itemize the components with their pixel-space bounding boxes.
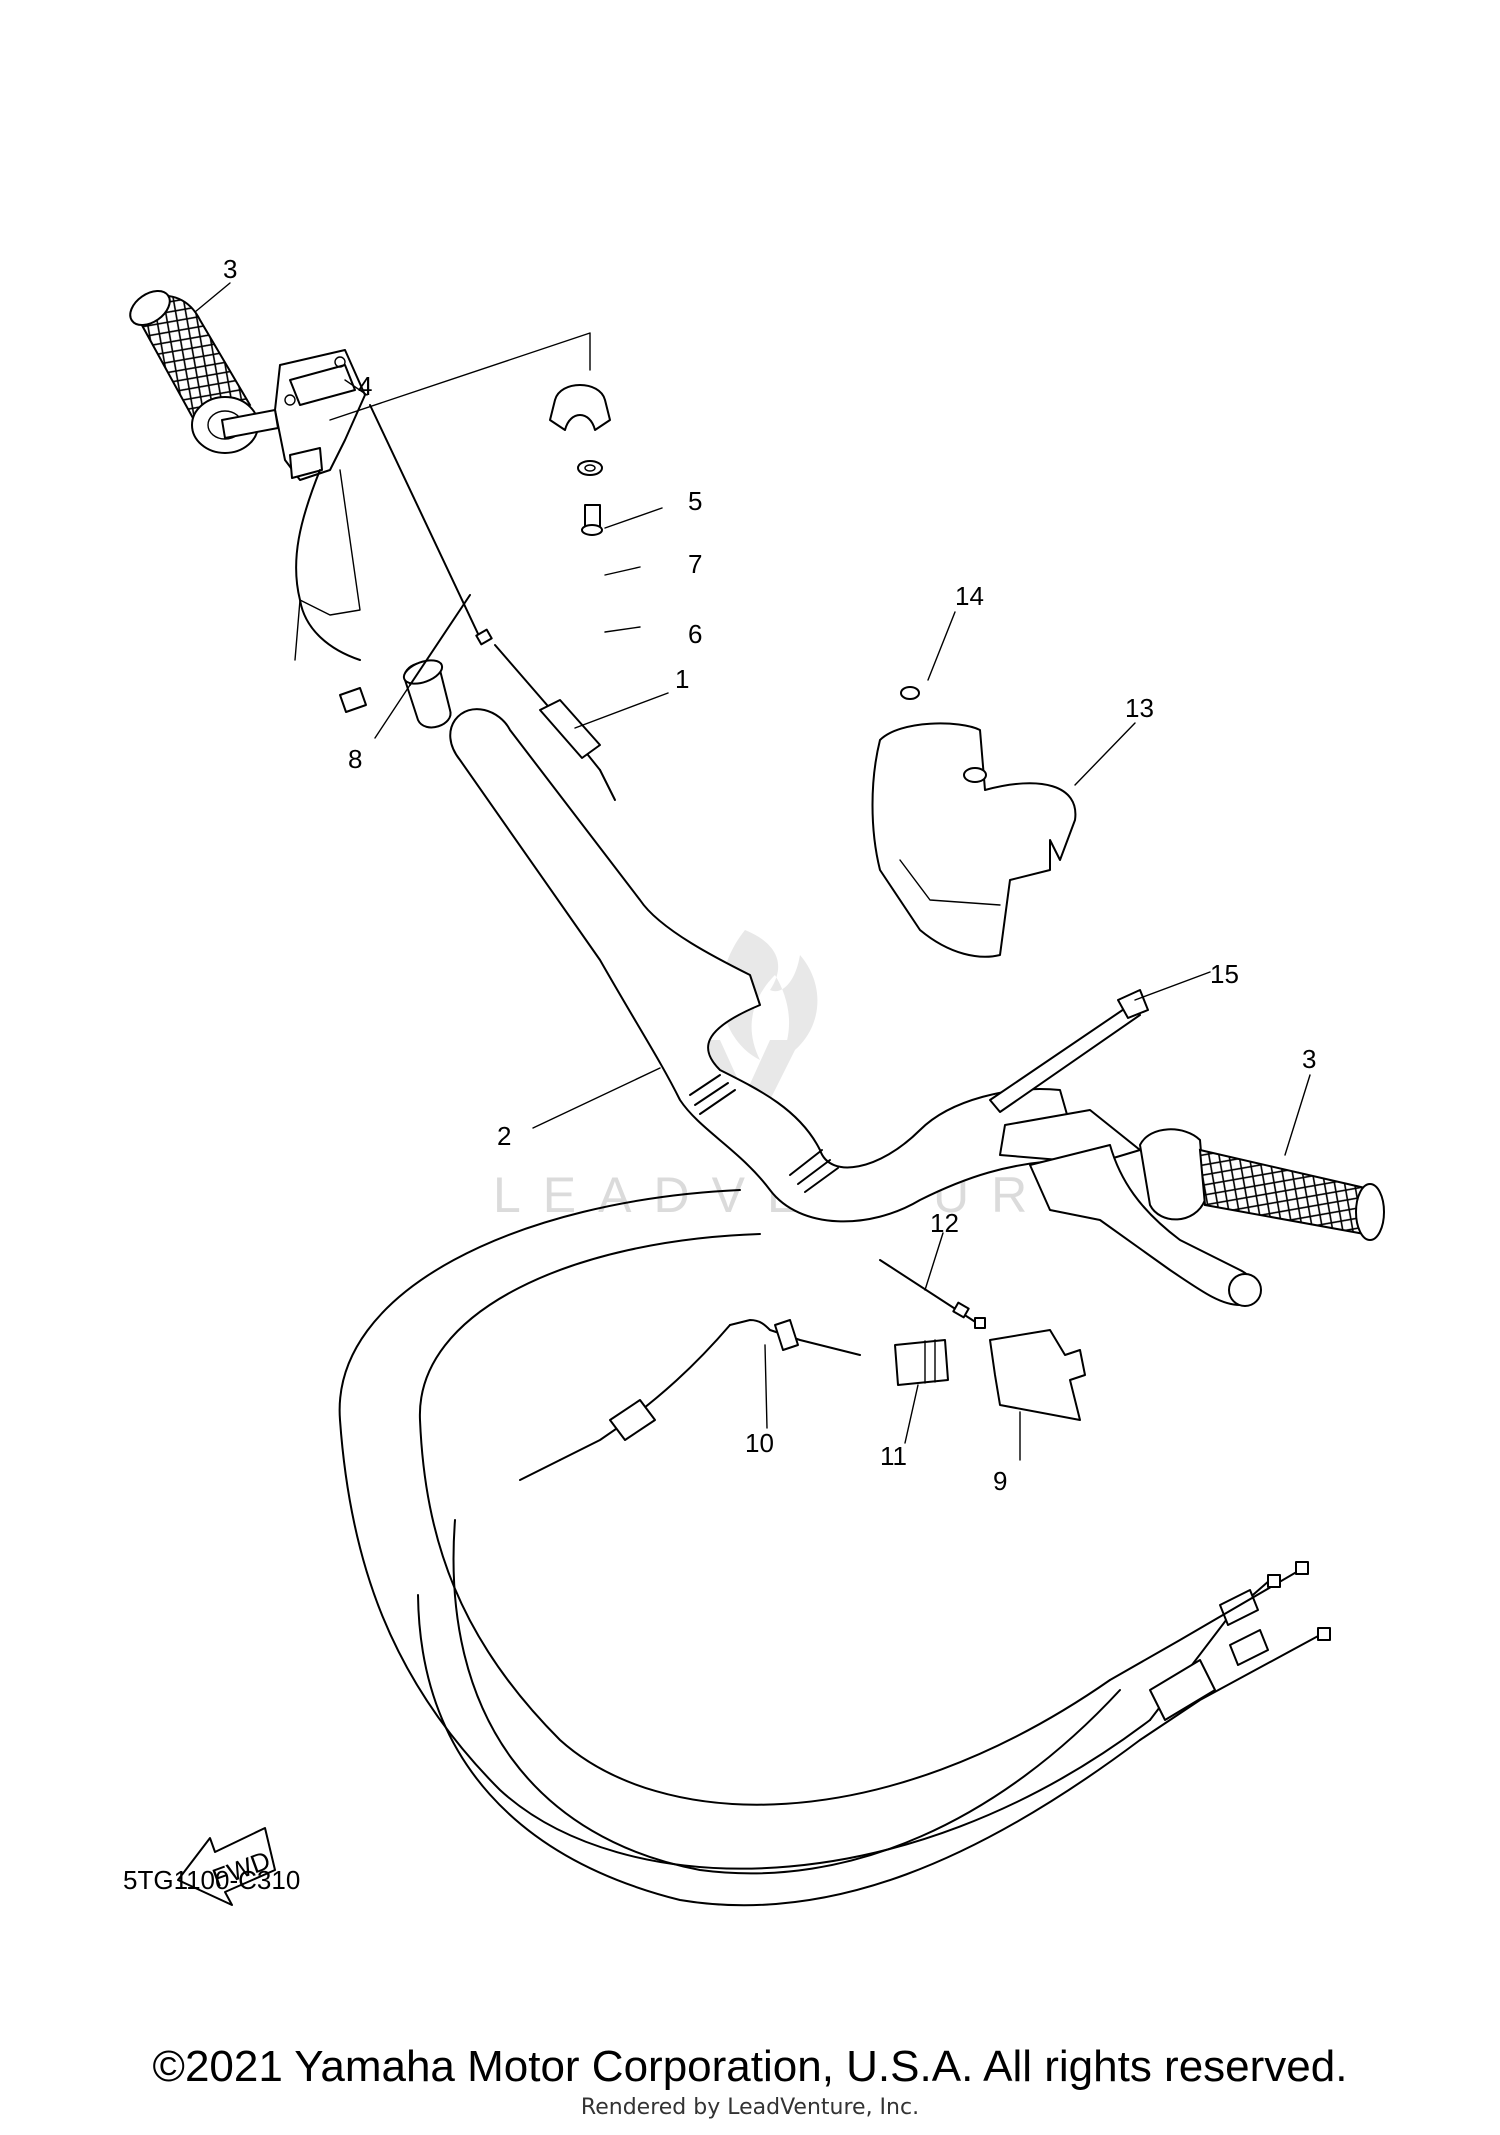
callout-15: 15: [1210, 959, 1239, 989]
cable-adjuster: [894, 1339, 949, 1386]
collar-part: [402, 594, 471, 729]
callout-5: 5: [688, 486, 702, 516]
cable-tie: [989, 989, 1149, 1113]
callout-6: 6: [688, 619, 702, 649]
callout-8: 8: [348, 744, 362, 774]
callout-3-left: 3: [223, 254, 237, 284]
cable-loop: [338, 1189, 1151, 1907]
screw-part: [581, 504, 603, 536]
callout-7: 7: [688, 549, 702, 579]
callout-4: 4: [358, 371, 372, 401]
handlebar-cover: [871, 722, 1077, 958]
callouts: 3 4 5 7 6 1 8 14 13 15 2 3 12 10 11 9: [223, 254, 1316, 1496]
right-controls: [999, 1109, 1385, 1307]
callout-13: 13: [1125, 693, 1154, 723]
throttle-cable-inner: [519, 1319, 861, 1481]
callout-11: 11: [880, 1441, 907, 1471]
callout-3-right: 3: [1302, 1044, 1316, 1074]
throttle-housing: [989, 1329, 1086, 1421]
leader-lines: [194, 282, 1311, 1461]
rendered-by-credit: Rendered by LeadVenture, Inc.: [580, 2095, 920, 2120]
left-grip: [129, 289, 259, 454]
callout-10: 10: [745, 1428, 774, 1458]
throttle-cable: [879, 1259, 986, 1329]
callout-9: 9: [993, 1466, 1007, 1496]
switch-parts-box: [294, 332, 591, 661]
callout-1: 1: [675, 664, 689, 694]
washer-part: [577, 460, 603, 476]
handlebar-grip-band-2: [789, 1149, 839, 1193]
clamp-part: [549, 384, 611, 431]
copyright-notice: ©2021 Yamaha Motor Corporation, U.S.A. A…: [152, 2042, 1348, 2091]
part-code: 5TG1100-C310: [123, 1865, 300, 1895]
cap-part: [900, 686, 920, 700]
callout-2: 2: [497, 1121, 511, 1151]
cable-ends: [1109, 1561, 1331, 1741]
left-switch-housing: [221, 349, 367, 713]
clutch-cable: [369, 404, 616, 801]
handlebar-grip-band-1: [689, 1074, 736, 1115]
callout-14: 14: [955, 581, 984, 611]
callout-12: 12: [930, 1208, 959, 1238]
